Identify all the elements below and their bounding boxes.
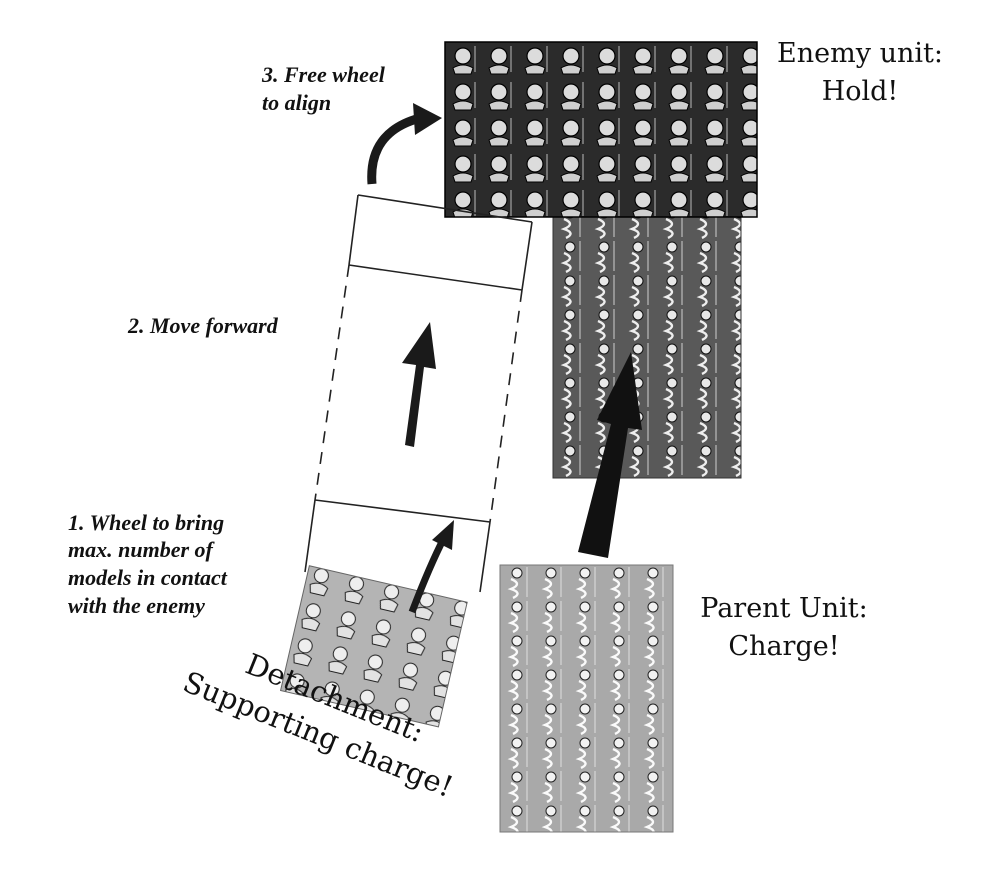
parent-unit-label-line2: Charge! <box>728 631 839 662</box>
step1-line2: max. number of <box>68 537 216 562</box>
parent-unit <box>499 564 674 833</box>
parent-unit-advanced <box>552 204 742 479</box>
free-wheel-arrow <box>367 103 442 185</box>
step1-line4: with the enemy <box>68 593 205 618</box>
movement-corridor <box>304 194 533 593</box>
enemy-unit-label-line2: Hold! <box>822 76 899 107</box>
charge-arrow <box>578 352 642 558</box>
step2-label: 2. Move forward <box>127 313 279 338</box>
step3-line2: to align <box>262 90 331 115</box>
step3-line1: 3. Free wheel <box>261 62 386 87</box>
enemy-unit-label-line1: Enemy unit: <box>777 38 943 69</box>
enemy-unit <box>444 41 758 218</box>
step1-line1: 1. Wheel to bring <box>68 510 224 535</box>
detachment-unit <box>279 565 468 728</box>
move-forward-arrow <box>402 322 436 447</box>
step1-line3: models in contact <box>68 565 228 590</box>
wheel-arrow <box>408 520 454 614</box>
parent-unit-label-line1: Parent Unit: <box>700 593 867 624</box>
